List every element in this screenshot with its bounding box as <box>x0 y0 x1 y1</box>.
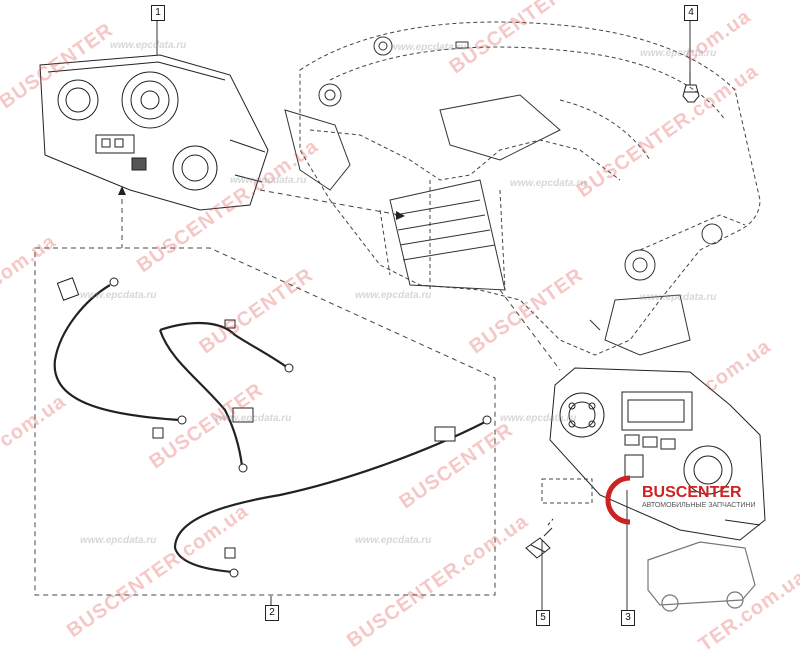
logo-subtitle: АВТОМОБИЛЬНЫЕ ЗАПЧАСТИНИ <box>642 502 756 509</box>
control-panel-3 <box>549 367 766 541</box>
dashboard <box>299 21 761 356</box>
callout-2: 2 <box>265 605 279 621</box>
cable-ends <box>56 277 492 578</box>
site-watermark: www.epcdata.ru <box>355 290 432 301</box>
arrowheads <box>118 186 405 220</box>
site-watermark: www.epcdata.ru <box>510 178 587 189</box>
dashboard-details <box>284 36 723 356</box>
dashed-connectors <box>121 189 561 371</box>
control-cables <box>53 284 486 574</box>
site-watermark: www.epcdata.ru <box>355 535 432 546</box>
site-watermark: www.epcdata.ru <box>390 42 467 53</box>
site-watermark: www.epcdata.ru <box>640 292 717 303</box>
callout-4: 4 <box>684 5 698 21</box>
logo-mark <box>605 475 631 525</box>
logo-name: BUSCENTER <box>642 484 742 501</box>
logo-van <box>647 541 756 612</box>
site-watermark: www.epcdata.ru <box>215 413 292 424</box>
site-watermark: www.epcdata.ru <box>80 535 157 546</box>
site-watermark: www.epcdata.ru <box>80 290 157 301</box>
site-watermark: www.epcdata.ru <box>640 48 717 59</box>
control-panel-1 <box>39 54 269 211</box>
site-watermark: www.epcdata.ru <box>110 40 187 51</box>
bulb-part-5 <box>525 518 554 559</box>
leader-lines <box>156 19 691 610</box>
site-watermark: www.epcdata.ru <box>500 413 577 424</box>
cable-kit-frame <box>34 247 496 596</box>
callout-5: 5 <box>536 610 550 626</box>
callout-3: 3 <box>621 610 635 626</box>
socket-outline <box>541 478 593 504</box>
site-watermark: www.epcdata.ru <box>230 175 307 186</box>
bulb-part-4 <box>682 72 700 103</box>
callout-1: 1 <box>151 5 165 21</box>
